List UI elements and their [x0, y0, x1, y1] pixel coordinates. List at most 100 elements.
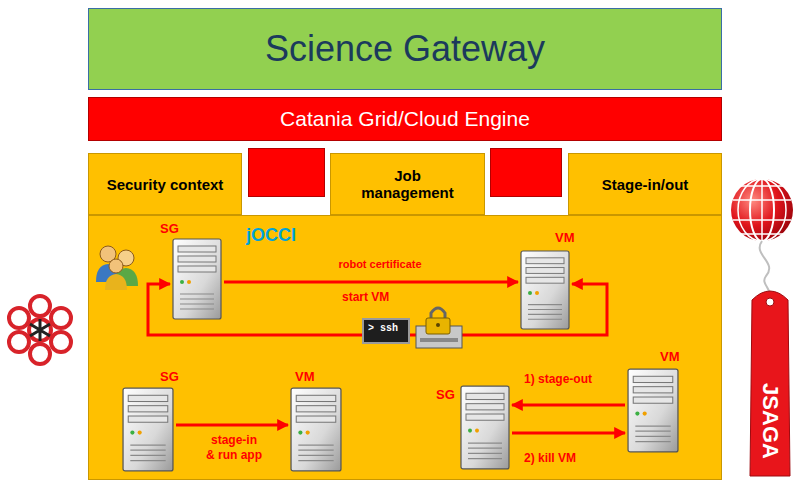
terminal-icon: > ssh	[362, 318, 410, 344]
server-part	[635, 426, 670, 442]
server-part	[298, 431, 302, 435]
node-label: VM	[295, 369, 315, 384]
logo-lobe	[30, 344, 50, 364]
server-part	[528, 305, 562, 320]
server-part	[296, 395, 336, 401]
server-drawing	[290, 387, 342, 472]
server-part	[633, 397, 673, 403]
logo-lobe	[51, 308, 71, 328]
server-icon: SG	[460, 385, 510, 470]
tag-hole	[766, 298, 774, 306]
left-logo	[9, 296, 71, 364]
server-drawing	[520, 250, 570, 330]
node-label: SG	[436, 387, 455, 402]
server-part	[633, 376, 673, 382]
server-icon: VM	[627, 368, 679, 453]
server-part	[526, 268, 564, 274]
server-part	[466, 404, 504, 410]
server-part	[128, 406, 168, 412]
server-icon: VM	[520, 250, 570, 330]
server-part	[130, 445, 165, 461]
tag-string	[760, 241, 771, 298]
software-name: jOCCI	[246, 225, 296, 246]
server-drawing	[627, 368, 679, 453]
service-box: Stage-in/out	[568, 153, 722, 215]
service-name: Job management	[353, 167, 462, 201]
server-part	[178, 246, 216, 252]
server-part	[643, 412, 647, 416]
server-part	[128, 395, 168, 401]
globe	[731, 179, 793, 241]
server-part	[528, 291, 532, 295]
gateway-band: Science Gateway	[88, 8, 722, 90]
server-part	[187, 280, 191, 284]
server-part	[306, 431, 310, 435]
band-title: Catania Grid/Cloud Engine	[280, 107, 530, 131]
user-body	[105, 274, 127, 290]
server-icon: SG	[122, 387, 174, 472]
server-part	[138, 431, 142, 435]
service-box: Job management	[330, 153, 485, 215]
node-label: VM	[660, 349, 680, 364]
logo-lobe	[30, 296, 50, 316]
lock-body	[426, 318, 450, 334]
server-part	[526, 258, 564, 264]
server-part	[173, 239, 221, 319]
globe-parallels	[733, 179, 791, 241]
server-part	[298, 445, 333, 461]
server-drawing	[172, 238, 222, 320]
arrow-label: start VM	[342, 290, 389, 304]
server-part	[466, 393, 504, 399]
server-slot	[420, 338, 458, 342]
users-icon	[96, 246, 138, 290]
engine-band: Catania Grid/Cloud Engine	[88, 97, 722, 141]
logo-center	[29, 319, 51, 341]
connector-arrow	[512, 404, 625, 407]
server-part	[635, 412, 639, 416]
edge-label: stage-in & run app	[206, 433, 262, 463]
server-part	[526, 277, 564, 283]
server-part	[461, 386, 509, 469]
secure-server-icon	[416, 308, 462, 348]
service-box: Security context	[88, 153, 242, 215]
server-drawing	[122, 387, 174, 472]
connector-arrow	[512, 432, 625, 435]
server-icon: SG	[172, 238, 222, 320]
connector-arrow	[224, 281, 518, 284]
server-part	[521, 251, 569, 329]
logo-lobe	[9, 308, 29, 328]
edge-label: robot certificate	[300, 257, 460, 271]
server-part	[628, 369, 678, 452]
lock-hole	[436, 323, 440, 327]
node-label: VM	[555, 230, 575, 245]
user-head	[109, 259, 123, 273]
red-block	[248, 148, 325, 197]
server-drawing	[460, 385, 510, 470]
server-part	[291, 388, 341, 471]
jsaga-logo	[731, 179, 793, 476]
server-part	[296, 416, 336, 422]
logo-spokes	[30, 319, 50, 341]
server-icon: VM	[290, 387, 342, 472]
server-part	[130, 431, 134, 435]
service-name: Security context	[107, 176, 224, 193]
server-part	[180, 294, 214, 309]
band-title: Science Gateway	[265, 28, 545, 70]
logo-lobe	[51, 332, 71, 352]
tag	[750, 291, 790, 476]
server-part	[468, 443, 502, 459]
red-block	[490, 148, 562, 197]
server-part	[128, 416, 168, 422]
server-part	[180, 280, 184, 284]
server-part	[535, 291, 539, 295]
server-part	[475, 429, 479, 433]
edge-label: 1) stage-out	[524, 372, 592, 387]
logo-lobe	[9, 332, 29, 352]
server-part	[123, 388, 173, 471]
edge-label: 2) kill VM	[524, 451, 576, 466]
server-part	[468, 429, 472, 433]
server-part	[178, 256, 216, 262]
server-part	[633, 387, 673, 393]
node-label: SG	[160, 221, 179, 236]
node-label: SG	[160, 369, 179, 384]
